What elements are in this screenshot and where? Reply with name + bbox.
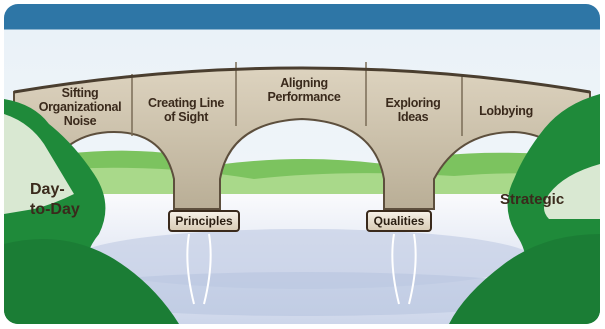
arch-label-lobbying: Lobbying (479, 104, 533, 118)
diagram-frame: Sifting Organizational Noise Creating Li… (4, 4, 600, 324)
pillar-reflection (203, 233, 212, 305)
pillar-reflection (186, 233, 195, 305)
deck-edge (13, 66, 591, 94)
right-bank-highlight (544, 164, 600, 219)
right-bank-label: Strategic (500, 191, 565, 208)
arch-label-sifting: Sifting Organizational Noise (38, 86, 122, 128)
left-bank-label: Day- to-Day (30, 181, 80, 218)
pillar-plaque-principles: Principles (168, 210, 240, 232)
right-hill (449, 234, 600, 324)
arch-label-aligning: Aligning Performance (267, 76, 341, 104)
pillar-reflection (408, 233, 417, 305)
water-ripple (44, 272, 564, 316)
pillar-plaque-qualities: Qualities (366, 210, 432, 232)
left-hill (4, 239, 179, 324)
arch-label-exploring: Exploring Ideas (385, 96, 441, 124)
arch-label-line-of-sight: Creating Line of Sight (148, 96, 224, 124)
left-bank-highlight (4, 114, 74, 214)
pillar-reflection (391, 233, 400, 305)
bridge-illustration (4, 62, 600, 324)
